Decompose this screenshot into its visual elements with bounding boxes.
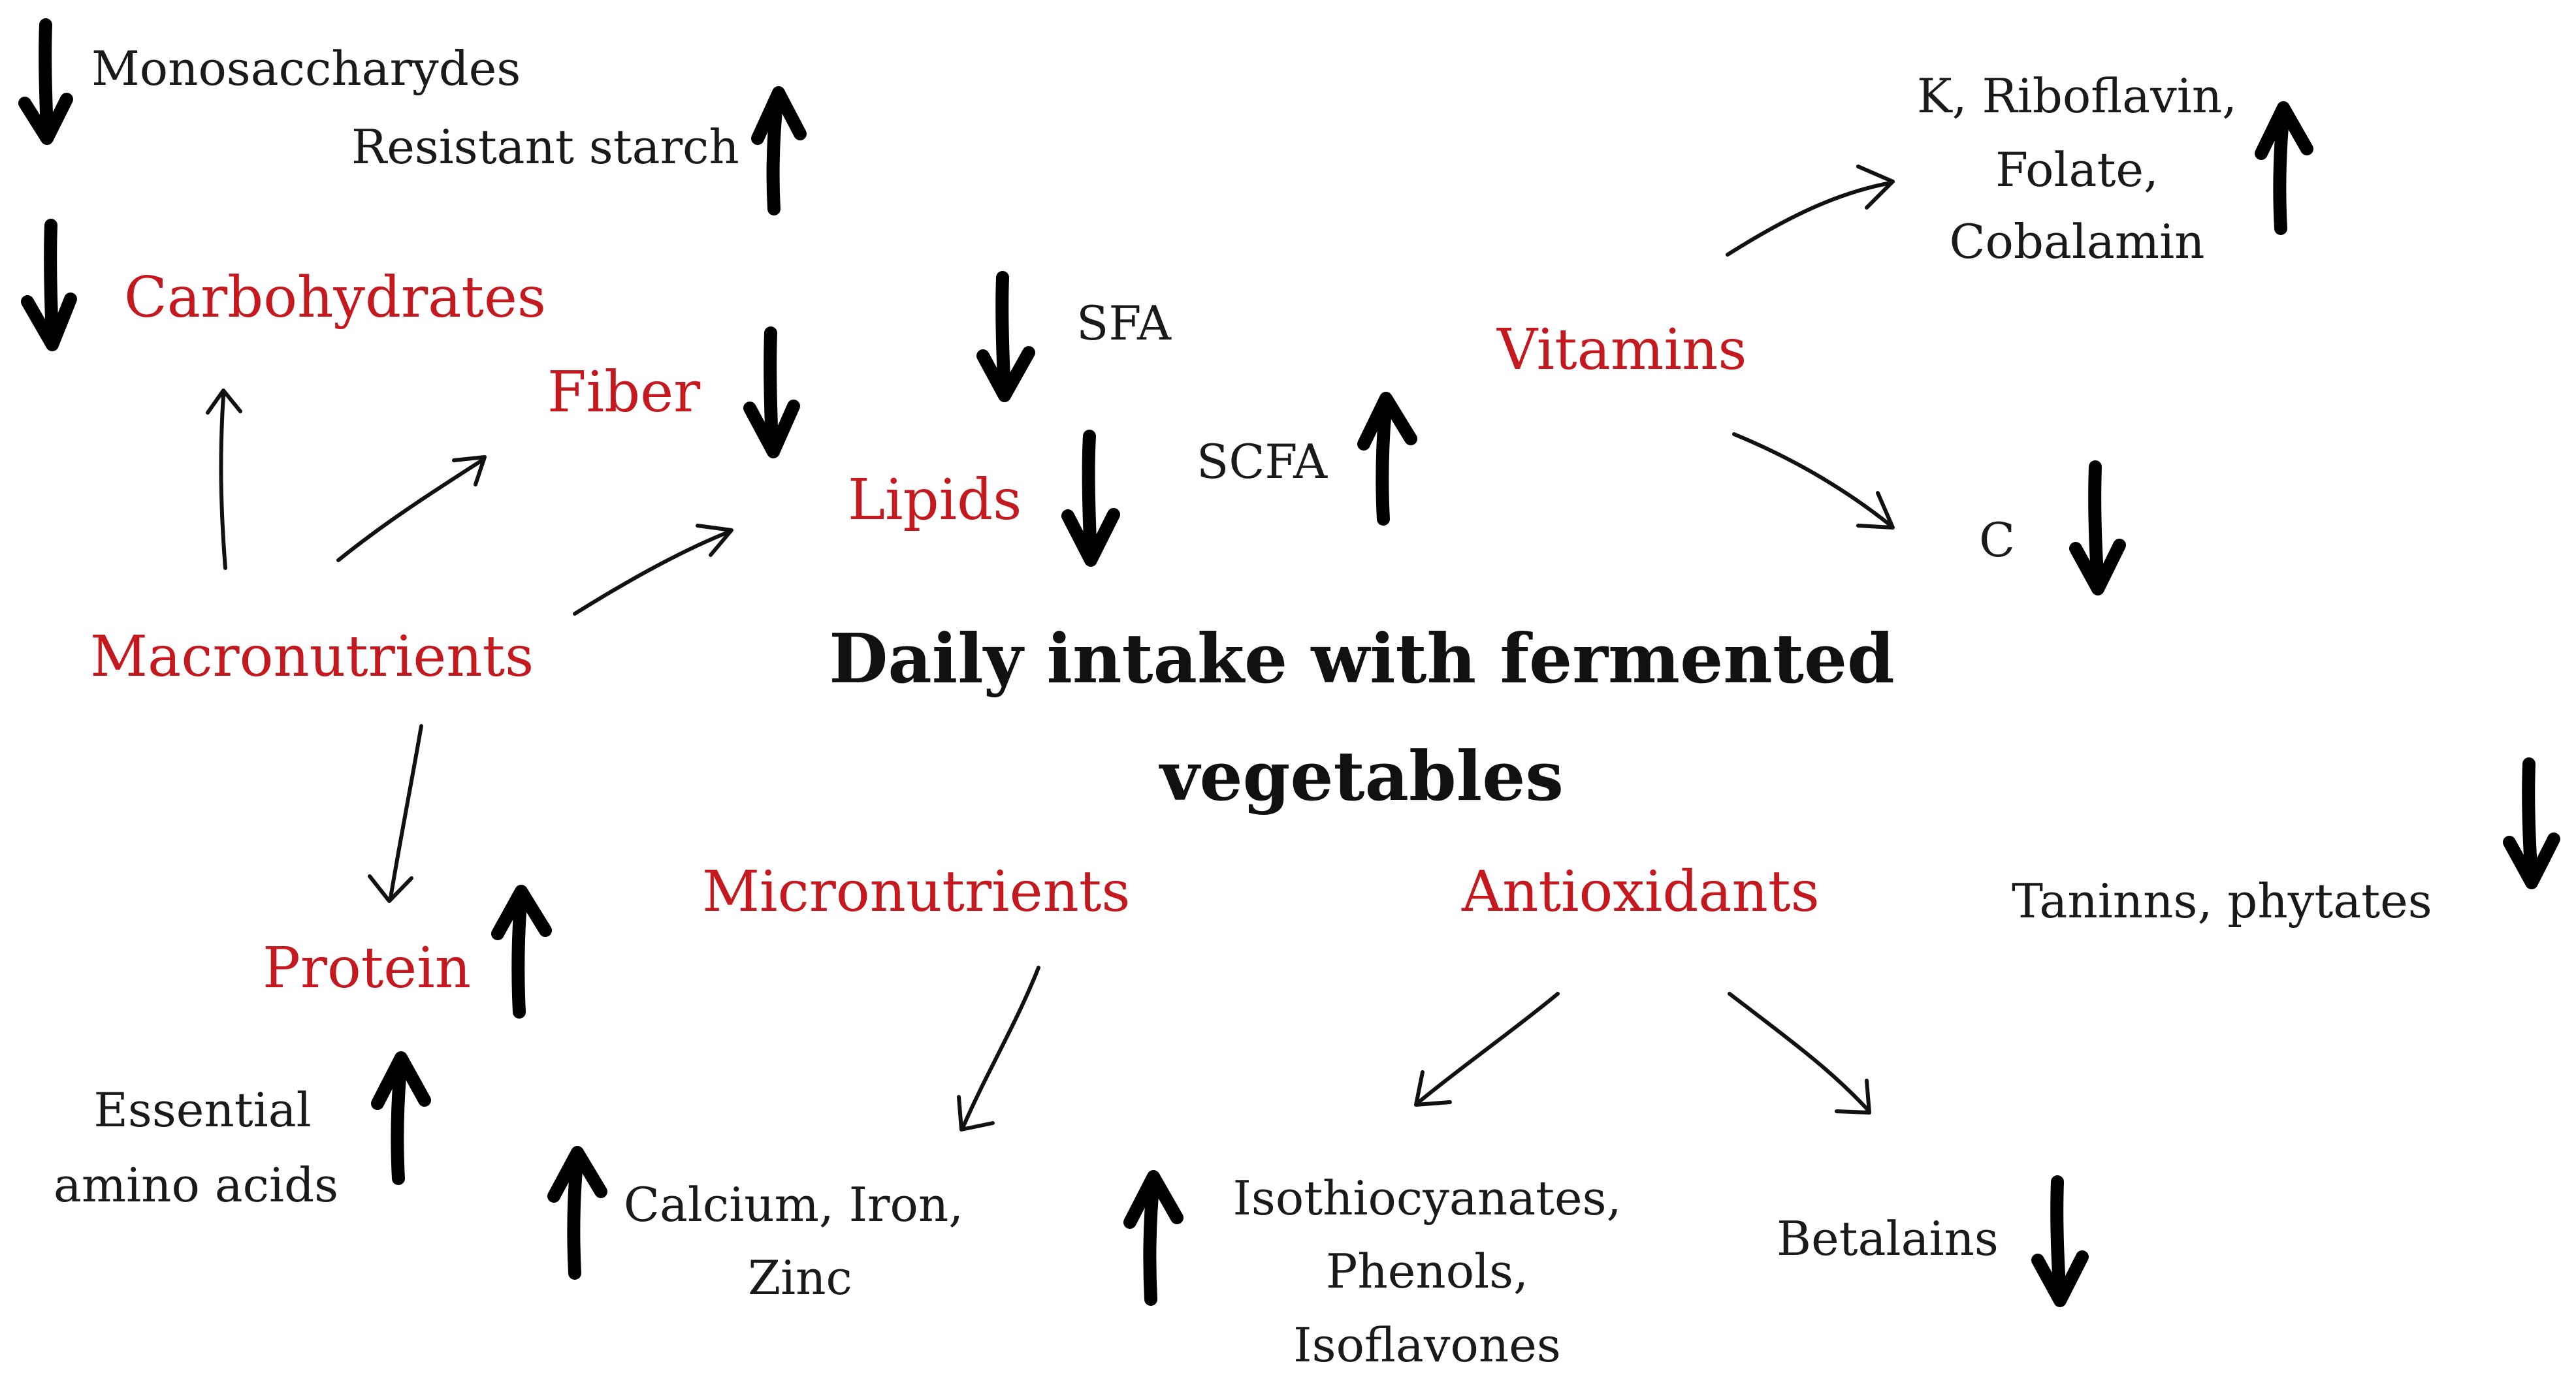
connector-macro-to-fiber [336, 455, 487, 562]
label-protein: Protein [263, 936, 471, 1001]
arrow-down-carbohydrates [21, 219, 77, 351]
label-phyto-line1: Isothiocyanates, [1232, 1171, 1621, 1226]
label-resistant-starch: Resistant starch [351, 119, 739, 174]
label-phyto-line2: Phenols, [1326, 1244, 1528, 1299]
label-vitamins-group1-line1: K, Riboflavin, [1917, 69, 2237, 123]
arrow-down-betalains [2031, 1175, 2089, 1307]
label-minerals-line2: Zinc [748, 1250, 852, 1305]
arrow-up-vitamins-group1 [2255, 101, 2313, 235]
label-macronutrients: Macronutrients [90, 624, 534, 690]
arrow-down-vitamin-c [2069, 460, 2126, 595]
label-vitamins-group1-line2: Folate, [1995, 142, 2159, 197]
label-amino-acids-line2: amino acids [54, 1158, 338, 1213]
label-lipids: Lipids [848, 468, 1022, 533]
arrow-down-tannins [2503, 757, 2560, 889]
label-micronutrients: Micronutrients [702, 859, 1131, 925]
arrow-down-sfa [976, 271, 1035, 402]
connector-macro-to-protein [368, 724, 423, 903]
arrow-up-scfa [1357, 392, 1417, 526]
arrow-up-amino-acids [371, 1051, 431, 1185]
label-vitamins-group1-line3: Cobalamin [1949, 214, 2204, 269]
connector-antioxidants-to-phyto [1414, 992, 1560, 1107]
arrow-up-resistant-starch [751, 86, 807, 215]
connector-micro-to-minerals [957, 966, 1040, 1132]
label-vitamin-c: C [1979, 513, 2015, 567]
label-amino-acids-line1: Essential [93, 1083, 311, 1137]
label-sfa: SFA [1076, 296, 1172, 351]
arrow-down-lipids [1061, 430, 1120, 567]
diagram-title-line1: Daily intake with fermented [829, 618, 1895, 699]
connector-vitamins-to-group1 [1726, 165, 1895, 257]
label-tannins-phytates: Taninns, phytates [2012, 874, 2432, 928]
arrow-up-phyto [1123, 1170, 1183, 1306]
connector-macro-to-carbohydrates [206, 388, 242, 570]
label-fiber: Fiber [547, 360, 701, 425]
label-carbohydrates: Carbohydrates [124, 265, 546, 330]
arrow-down-fiber [743, 326, 800, 458]
connector-macro-to-lipids [573, 524, 733, 616]
label-monosaccharydes: Monosaccharydes [91, 41, 521, 96]
label-scfa: SCFA [1197, 434, 1328, 489]
connector-vitamins-to-c [1732, 432, 1895, 530]
connector-antioxidants-to-betalains [1728, 992, 1871, 1115]
label-phyto-line3: Isoflavones [1293, 1318, 1561, 1372]
arrow-up-minerals [547, 1146, 607, 1280]
label-antioxidants: Antioxidants [1461, 859, 1820, 925]
diagram-title-line2: vegetables [1159, 736, 1564, 816]
label-vitamins: Vitamins [1496, 317, 1747, 383]
label-minerals-line1: Calcium, Iron, [624, 1177, 963, 1232]
arrow-up-protein [491, 885, 552, 1019]
arrow-down-monosaccharydes [18, 18, 73, 145]
label-betalains: Betalains [1777, 1211, 1999, 1266]
